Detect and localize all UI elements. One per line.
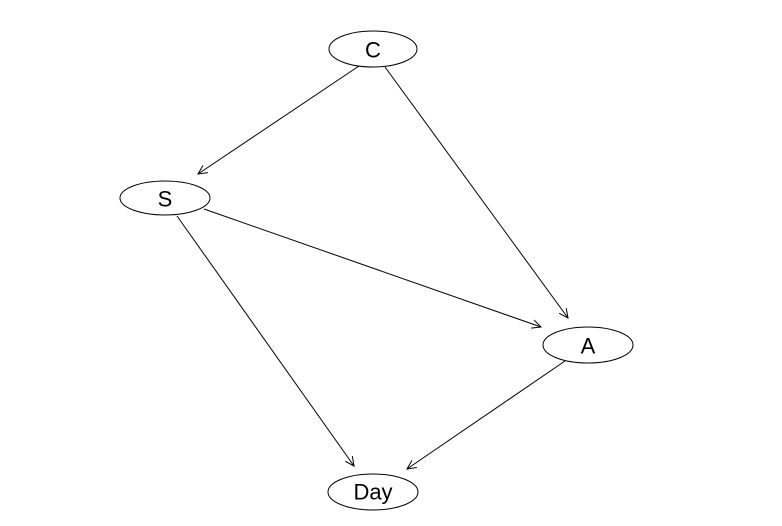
node-c-label: C (365, 38, 381, 63)
node-day-label: Day (353, 480, 392, 505)
edge-a-to-day-arrowhead (406, 460, 417, 470)
edge-c-to-s (197, 65, 360, 175)
edge-s-to-a-arrowhead (531, 319, 543, 329)
edge-a-to-day-line (406, 360, 566, 470)
edge-c-to-a-line (384, 66, 569, 319)
node-c-ellipse (328, 30, 418, 68)
edge-s-to-a-line (203, 208, 542, 328)
edge-c-to-a (384, 66, 569, 319)
node-day: Day (327, 473, 419, 511)
edge-s-to-day-line (176, 215, 355, 467)
edges-layer (176, 65, 569, 470)
node-s: S (119, 180, 211, 216)
edge-s-to-a (203, 208, 543, 329)
edge-s-to-day (176, 215, 355, 467)
edge-a-to-day (406, 360, 566, 470)
edge-c-to-s-arrowhead (197, 165, 208, 175)
node-c: C (328, 30, 418, 68)
node-s-label: S (158, 187, 173, 212)
node-a-label: A (581, 334, 596, 359)
node-day-ellipse (327, 473, 419, 511)
node-a-ellipse (542, 326, 634, 364)
edge-c-to-a-arrowhead (558, 308, 569, 319)
edge-c-to-s-line (197, 65, 360, 175)
node-a: A (542, 326, 634, 364)
edge-s-to-day-arrowhead (345, 456, 355, 467)
node-s-ellipse (119, 180, 211, 216)
